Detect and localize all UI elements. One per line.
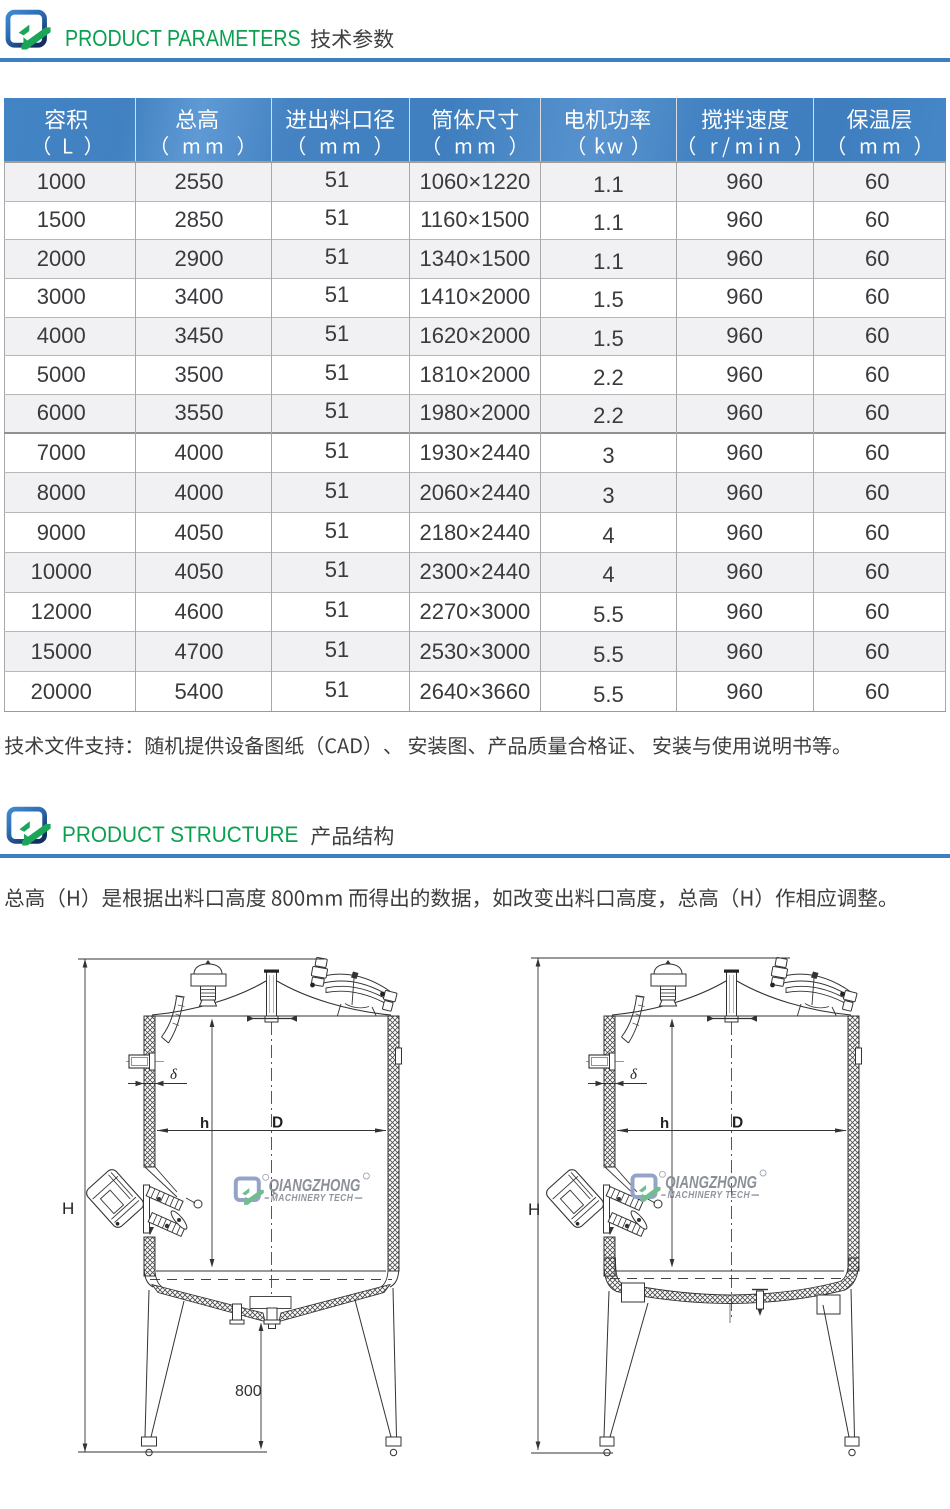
svg-text:800: 800 [235,1383,262,1400]
svg-text:H: H [62,1199,74,1218]
svg-text:δ: δ [630,1067,638,1083]
svg-text:D: D [732,1115,743,1132]
svg-text:h: h [660,1115,669,1132]
svg-text:QIANGZHONG: QIANGZHONG [665,1173,757,1192]
svg-text:MACHINERY TECH: MACHINERY TECH [668,1189,751,1200]
svg-text:H: H [528,1200,540,1219]
svg-text:D: D [272,1115,283,1132]
svg-text:QIANGZHONG: QIANGZHONG [269,1176,361,1195]
svg-text:h: h [200,1115,209,1132]
svg-text:MACHINERY TECH: MACHINERY TECH [271,1192,354,1203]
svg-text:δ: δ [170,1067,178,1083]
